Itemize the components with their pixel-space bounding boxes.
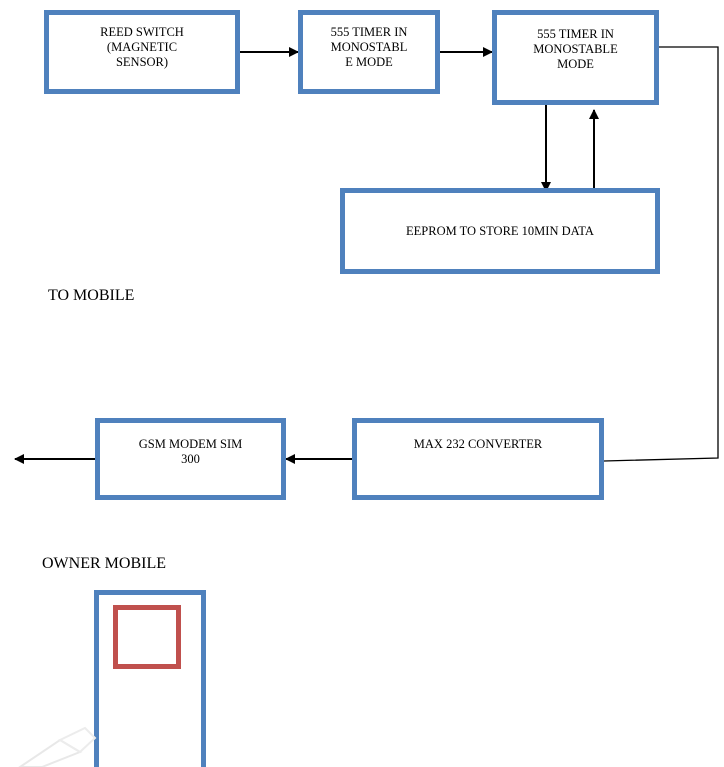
watermark-icon [18,726,97,767]
block-gsm-modem: GSM MODEM SIM 300 [95,418,286,500]
to-mobile-label: TO MOBILE [48,287,135,304]
block-reed-switch: REED SWITCH (MAGNETIC SENSOR) [44,10,240,94]
block-timer-2-label: 555 TIMER IN MONOSTABLE MODE [533,27,618,71]
owner-mobile-label: OWNER MOBILE [42,555,166,572]
block-eeprom: EEPROM TO STORE 10MIN DATA [340,188,660,274]
phone-screen [113,605,181,669]
block-max232-label: MAX 232 CONVERTER [413,437,543,451]
block-reed-switch-label: REED SWITCH (MAGNETIC SENSOR) [100,25,184,69]
block-max232: MAX 232 CONVERTER [352,418,604,500]
block-timer-1-label: 555 TIMER IN MONOSTABL E MODE [330,25,408,69]
block-timer-1: 555 TIMER IN MONOSTABL E MODE [298,10,440,94]
mobile-phone-icon [94,590,206,767]
block-eeprom-label: EEPROM TO STORE 10MIN DATA [406,223,594,238]
block-gsm-modem-label: GSM MODEM SIM 300 [138,437,243,466]
wire-timer2-to-max232 [603,46,719,462]
block-timer-2: 555 TIMER IN MONOSTABLE MODE [492,10,659,105]
